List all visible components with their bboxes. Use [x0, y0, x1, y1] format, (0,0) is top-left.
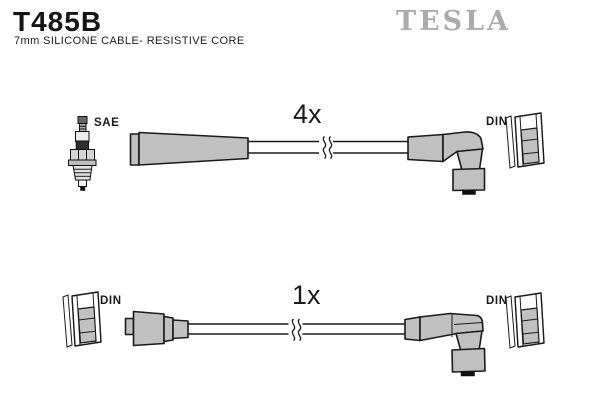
din-connector-icon [62, 291, 102, 348]
cable-break-icon [322, 136, 333, 159]
cable-break-icon [291, 318, 302, 342]
bottom-quantity-label: 1x [292, 280, 321, 310]
tesla-logo: TESLA [396, 6, 512, 37]
straight-boot-icon [129, 131, 249, 166]
din-connector-icon [505, 112, 545, 169]
elbow-boot-icon [404, 312, 486, 377]
kit-row-bottom [62, 291, 545, 377]
din-label-top-right: DIN [486, 116, 508, 128]
part-number: T485B [13, 6, 103, 37]
elbow-boot-icon [407, 131, 486, 195]
din-connector-icon [505, 292, 545, 349]
spark-plug-icon [68, 116, 97, 191]
din-label-bottom-left: DIN [100, 295, 122, 307]
cable-description: 7mm SILICONE CABLE- RESISTIVE CORE [14, 35, 245, 47]
distributor-boot-icon [124, 310, 189, 347]
din-label-bottom-right: DIN [486, 295, 508, 307]
kit-row-top [68, 112, 545, 195]
sae-label: SAE [94, 117, 120, 129]
cable-wire-top [248, 135, 408, 159]
top-quantity-label: 4x [293, 99, 322, 129]
cable-wire-bottom [188, 318, 405, 342]
